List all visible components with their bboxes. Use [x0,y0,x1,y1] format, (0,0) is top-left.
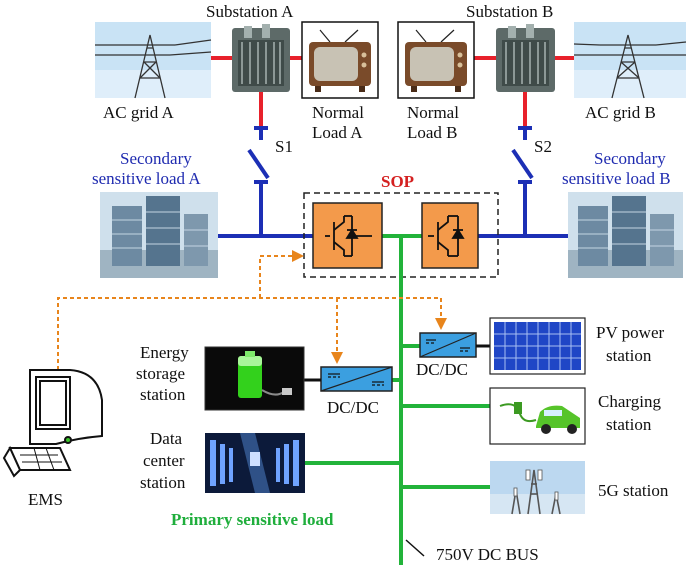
g5-station-label: 5G station [598,481,669,500]
secondary-load-a-label-line1: Secondary [120,149,192,168]
transformer-a-icon [232,24,290,92]
ac-grid-a-tower-icon [95,22,212,99]
sop-label: SOP [381,172,414,191]
pv-label-line1: PV power [596,323,664,342]
control-lines [57,255,442,370]
data-center-label-line3: station [140,473,186,492]
data-center-label-line1: Data [150,429,183,448]
electric-car-icon [489,387,586,445]
dc-bus-tick [405,539,425,557]
primary-load-label: Primary sensitive load [171,510,334,529]
secondary-load-b-building-icon [568,192,683,278]
normal-load-a-label-line2: Load A [312,123,363,142]
substation-a-label: Substation A [206,2,294,21]
sop-converter-left [312,202,383,269]
energy-storage-label-line1: Energy [140,343,189,362]
secondary-load-b-label-line1: Secondary [594,149,666,168]
dc-bus-label: 750V DC BUS [436,545,539,564]
dcdc-converter-left [320,366,393,392]
switch-s1-label: S1 [275,137,293,156]
charging-label-line2: station [606,415,652,434]
dcdc-left-label: DC/DC [327,398,379,417]
substation-b-label: Substation B [466,2,553,21]
cell-tower-icon [490,461,585,515]
ac-grid-a-label: AC grid A [103,103,175,122]
server-room-icon [205,433,305,493]
secondary-load-b-label-line2: sensitive load B [562,169,671,188]
secondary-load-a-label-line2: sensitive load A [92,169,201,188]
ems-label: EMS [28,490,63,509]
control-arrowheads [292,250,447,364]
secondary-load-a-building-icon [100,192,218,278]
ac-grid-b-label: AC grid B [585,103,656,122]
charging-label-line1: Charging [598,392,661,411]
switch-s2 [511,126,534,236]
normal-load-b-label-line2: Load B [407,123,458,142]
energy-storage-label-line2: storage [136,364,185,383]
battery-icon [204,346,305,411]
dc-bus [305,236,490,565]
switch-s2-label: S2 [534,137,552,156]
transformer-b-icon [496,24,555,92]
normal-load-b-label-line1: Normal [407,103,459,122]
normal-load-a-label-line1: Normal [312,103,364,122]
ac-grid-b-tower-icon [573,22,687,99]
data-center-label-line2: center [143,451,185,470]
pv-label-line2: station [606,346,652,365]
normal-load-b-television-icon [397,21,475,99]
solar-panel-icon [489,317,586,375]
sop-converter-right [421,202,479,269]
dcdc-converter-right [419,332,477,358]
switch-s1 [247,126,270,236]
ac-lines [211,56,574,128]
energy-storage-label-line3: station [140,385,186,404]
normal-load-a-television-icon [301,21,379,99]
dcdc-right-label: DC/DC [416,360,468,379]
computer-icon [2,369,103,478]
